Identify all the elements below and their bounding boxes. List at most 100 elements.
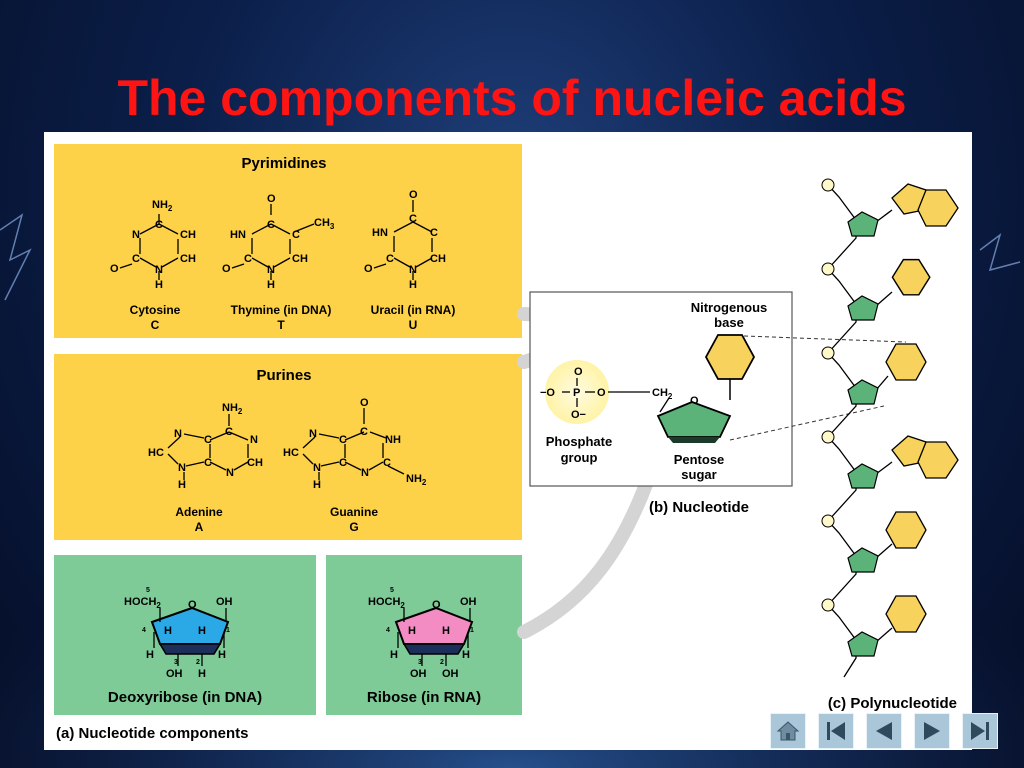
nitrogenous-base-label-1: Nitrogenous <box>691 300 768 315</box>
ribose-ring-o: O <box>432 599 441 611</box>
sugar-5 <box>847 547 879 573</box>
guanine-nh1: NH <box>385 434 401 446</box>
deoxyribose-h4b: H <box>146 649 154 661</box>
cytosine-h: H <box>155 279 163 291</box>
nucleotide-ch2: CH2 <box>652 387 673 401</box>
adenine-nh2: NH2 <box>222 402 243 416</box>
phosphate-6 <box>821 598 835 612</box>
deoxyribose-c3: 3 <box>174 659 178 666</box>
guanine-n9: N <box>313 462 321 474</box>
ribose-oh3: OH <box>410 668 427 680</box>
uracil-o4: O <box>409 189 418 201</box>
phosphate-o-minus-bottom: O− <box>571 409 586 421</box>
phosphate-p: P <box>573 387 580 399</box>
cytosine-letter: C <box>151 318 160 332</box>
uracil-c2: C <box>386 253 394 265</box>
polynucleotide-caption: (c) Polynucleotide <box>828 695 957 712</box>
deoxyribose-c5: 5 <box>146 587 150 594</box>
zoom-dashed-lines <box>729 335 907 441</box>
diagram-panel: Pyrimidines NH2 C N CH C CH O N H O <box>44 132 972 750</box>
cytosine-ch5: CH <box>180 229 196 241</box>
base-2-pyrimidine <box>891 258 931 296</box>
deoxyribose-h4: H <box>164 625 172 637</box>
ribose-ring <box>394 606 474 666</box>
adenine-letter: A <box>195 520 204 534</box>
uracil-ch6: CH <box>430 253 446 265</box>
uracil-c4: C <box>409 213 417 225</box>
guanine-c2: C <box>383 457 391 469</box>
thymine-name: Thymine (in DNA) <box>231 303 332 317</box>
phosphate-2 <box>821 262 835 276</box>
pyrimidines-box <box>54 144 522 338</box>
phosphate-4 <box>821 430 835 444</box>
adenine-n9: N <box>178 462 186 474</box>
first-slide-icon <box>827 722 845 740</box>
thymine-ch3: CH3 <box>314 217 335 231</box>
components-caption: (a) Nucleotide components <box>56 725 249 742</box>
deoxyribose-c4: 4 <box>142 627 146 634</box>
home-button[interactable] <box>770 713 806 749</box>
deoxyribose-h1b: H <box>218 649 226 661</box>
base-3-pyrimidine <box>885 343 927 381</box>
uracil-o2: O <box>364 263 373 275</box>
pentose-label-2: sugar <box>681 467 716 482</box>
uracil-hn: HN <box>372 227 388 239</box>
thymine-hn: HN <box>230 229 246 241</box>
uracil-name: Uracil (in RNA) <box>371 303 456 317</box>
cytosine-o: O <box>110 263 119 275</box>
guanine-h: H <box>313 479 321 491</box>
thymine-ch6: CH <box>292 253 308 265</box>
sugar-1 <box>847 211 879 237</box>
guanine-c5: C <box>339 434 347 446</box>
deoxyribose-h2: H <box>198 668 206 680</box>
phosphate-5 <box>821 514 835 528</box>
next-slide-icon <box>924 722 940 740</box>
ribose-h4: H <box>408 625 416 637</box>
previous-slide-button[interactable] <box>866 713 902 749</box>
uracil-h: H <box>409 279 417 291</box>
first-slide-button[interactable] <box>818 713 854 749</box>
guanine-name: Guanine <box>330 505 378 519</box>
ribose-hoch2: HOCH2 <box>368 596 405 610</box>
uracil-n1: N <box>409 264 417 276</box>
next-slide-button[interactable] <box>914 713 950 749</box>
deoxyribose-c2: 2 <box>196 659 200 666</box>
home-icon <box>776 721 800 741</box>
phosphate-label-1: Phosphate <box>546 434 612 449</box>
base-4-purine <box>891 435 959 479</box>
ribose-h1: H <box>442 625 450 637</box>
adenine-c4: C <box>204 457 212 469</box>
cytosine-name: Cytosine <box>130 303 181 317</box>
pyrimidines-heading: Pyrimidines <box>241 155 326 172</box>
ribose-c2: 2 <box>440 659 444 666</box>
deoxyribose-ring-o: O <box>188 599 197 611</box>
phosphate-3 <box>821 346 835 360</box>
cytosine-c4: C <box>155 219 163 231</box>
deoxyribose-oh1: OH <box>216 596 233 608</box>
guanine-hc8: HC <box>283 447 299 459</box>
thymine-structure <box>231 204 315 280</box>
last-slide-icon <box>971 722 989 740</box>
guanine-c6: C <box>360 426 368 438</box>
sugar-2 <box>847 295 879 321</box>
cytosine-c2: C <box>132 253 140 265</box>
adenine-structure <box>167 414 249 480</box>
base-5-pyrimidine <box>885 511 927 549</box>
deoxyribose-h1: H <box>198 625 206 637</box>
phosphate-bonds <box>562 378 670 413</box>
ribose-oh1: OH <box>460 596 477 608</box>
sugar-6 <box>847 631 879 657</box>
thymine-c4: C <box>267 219 275 231</box>
thymine-n1: N <box>267 264 275 276</box>
thymine-o4: O <box>267 193 276 205</box>
cytosine-ch6: CH <box>180 253 196 265</box>
purines-heading: Purines <box>256 367 311 384</box>
last-slide-button[interactable] <box>962 713 998 749</box>
ribose-h1b: H <box>462 649 470 661</box>
adenine-n7: N <box>174 428 182 440</box>
guanine-c4: C <box>339 457 347 469</box>
adenine-n1: N <box>250 434 258 446</box>
purines-box <box>54 354 522 540</box>
ribose-label: Ribose (in RNA) <box>367 689 481 706</box>
uracil-structure <box>373 200 433 280</box>
